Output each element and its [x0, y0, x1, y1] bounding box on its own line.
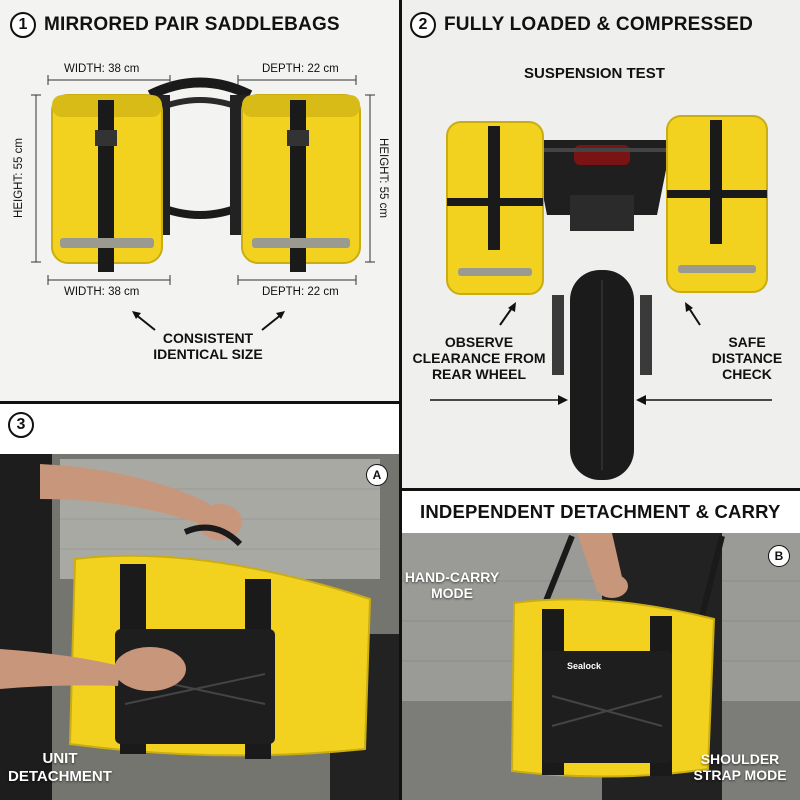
- depth-top-label: DEPTH: 22 cm: [262, 63, 339, 75]
- vertical-divider: [399, 0, 402, 800]
- depth-bottom-label: DEPTH: 22 cm: [262, 286, 339, 298]
- step-number-3: 3: [8, 412, 34, 438]
- width-bottom-label: WIDTH: 38 cm: [64, 286, 140, 298]
- unit-detachment-caption: UNIT DETACHMENT: [8, 750, 112, 785]
- panel-independent-carry: INDEPENDENT DETACHMENT & CARRY B Sealock…: [402, 491, 800, 800]
- width-top-label: WIDTH: 38 cm: [64, 63, 140, 75]
- height-right-label: HEIGHT: 55 cm: [376, 138, 389, 218]
- left-horizontal-divider: [0, 401, 399, 404]
- rear-wheel-clearance-caption: OBSERVE CLEARANCE FROM REAR WHEEL: [412, 334, 546, 382]
- height-left-label: HEIGHT: 55 cm: [12, 138, 25, 218]
- safe-distance-caption: SAFE DISTANCE CHECK: [711, 334, 783, 382]
- badge-a: A: [366, 464, 388, 486]
- brand-label: Sealock: [567, 661, 602, 671]
- detachment-photo: [0, 404, 399, 800]
- carry-photo: [402, 491, 800, 800]
- saddlebag-pair-illustration: [31, 75, 375, 331]
- badge-b: B: [768, 545, 790, 567]
- panel2-subtitle: SUSPENSION TEST: [524, 65, 665, 82]
- consistent-size-caption: CONSISTENT IDENTICAL SIZE: [153, 330, 263, 362]
- panel2-title: FULLY LOADED & COMPRESSED: [444, 14, 754, 35]
- panel2-header: 2 FULLY LOADED & COMPRESSED: [410, 12, 753, 38]
- panel-unit-detachment: 3 A UNIT DETACHMENT: [0, 404, 399, 800]
- shoulder-strap-caption: SHOULDER STRAP MODE: [693, 751, 787, 783]
- panel-suspension-test: 2 FULLY LOADED & COMPRESSED SUSPENSION T…: [402, 0, 800, 488]
- panel1-title: MIRRORED PAIR SADDLEBAGS: [44, 14, 340, 35]
- step-number-2: 2: [410, 12, 436, 38]
- panel4-title: INDEPENDENT DETACHMENT & CARRY: [420, 501, 781, 522]
- right-horizontal-divider: [402, 488, 800, 491]
- step-number-1: 1: [10, 12, 36, 38]
- motorcycle-rear-illustration: [430, 115, 772, 480]
- hand-carry-caption: HAND-CARRY MODE: [404, 569, 500, 601]
- panel-mirrored-pair: 1 MIRRORED PAIR SADDLEBAGS: [0, 0, 399, 401]
- panel1-header: 1 MIRRORED PAIR SADDLEBAGS: [10, 12, 340, 38]
